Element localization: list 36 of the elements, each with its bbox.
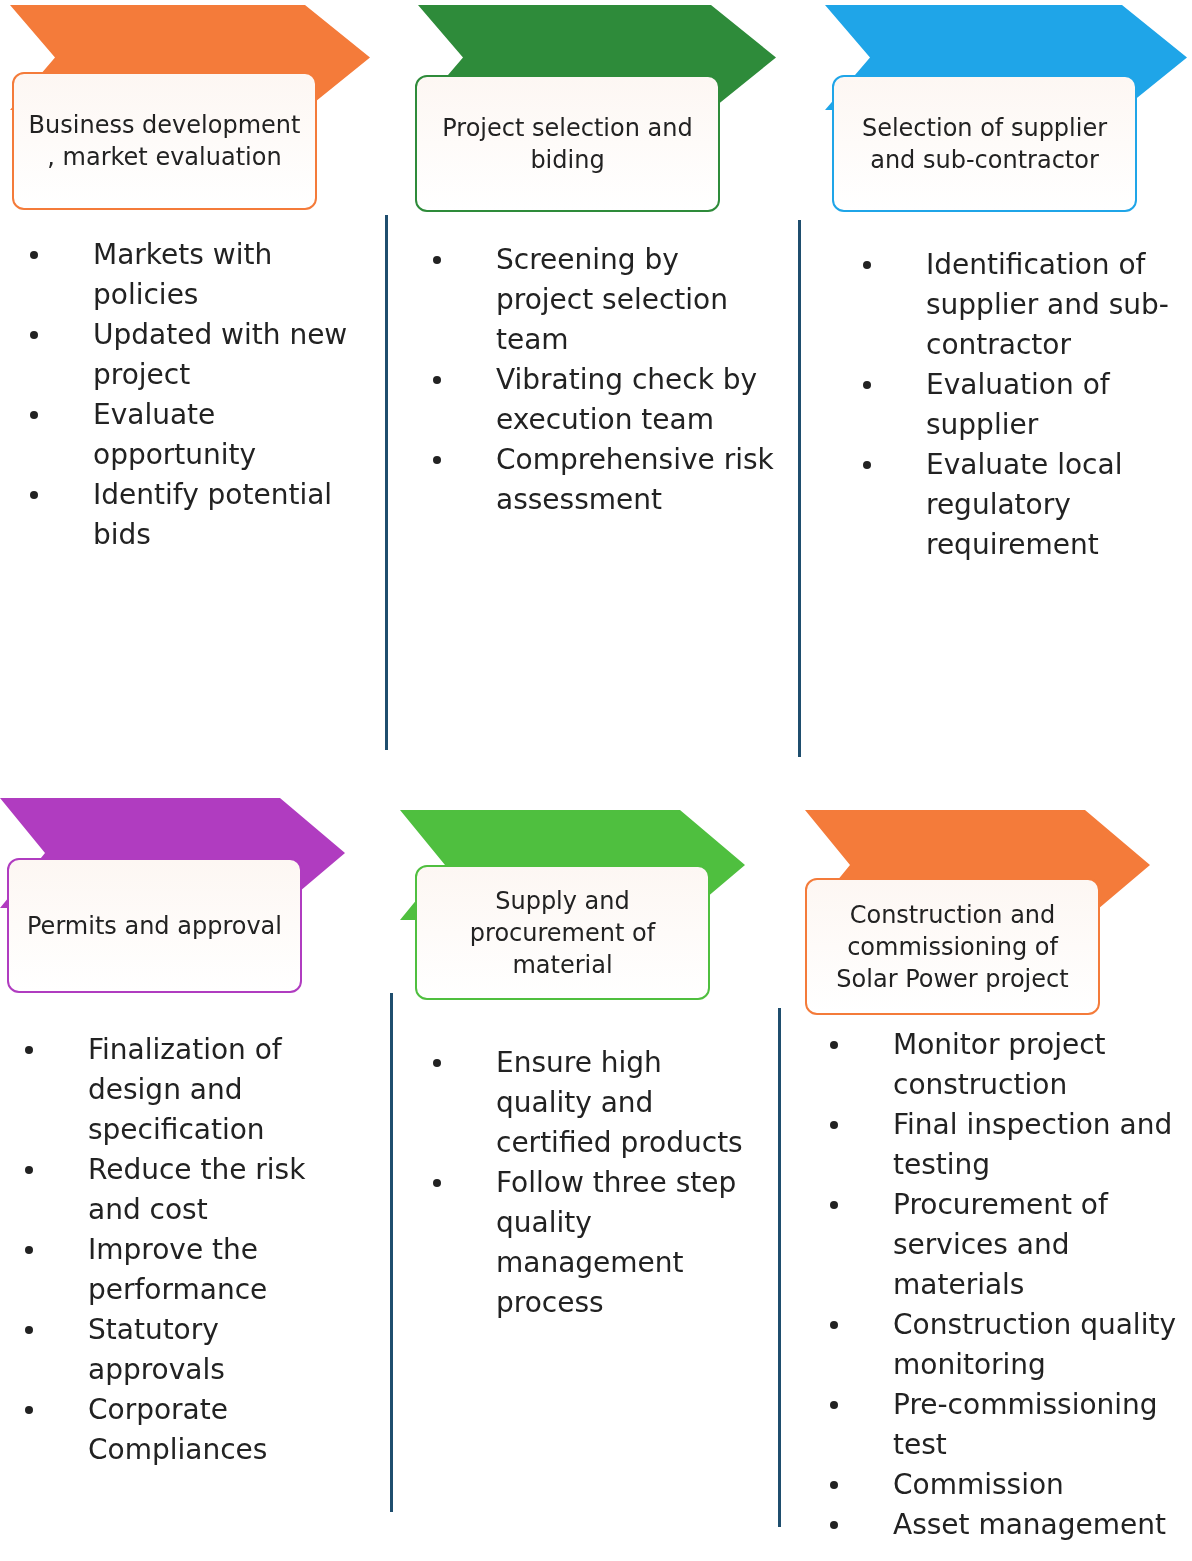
list-item-text: Screening by project selection team — [496, 243, 728, 356]
list-item-text: Improve the performance — [88, 1233, 268, 1306]
step-box — [805, 878, 1100, 1015]
list-item-text: Follow three step quality management process — [496, 1166, 737, 1319]
list-item-text: Updated with new project — [93, 318, 348, 391]
list-item-text: Evaluation of supplier — [926, 368, 1110, 441]
step-title: Construction and commissioning of Solar Power project — [835, 899, 1070, 995]
list-item-text: Final inspection and testing — [893, 1108, 1173, 1181]
list-item-text: Construction quality monitoring — [893, 1308, 1176, 1381]
list-item-text: Vibrating check by execution team — [496, 363, 758, 436]
list-item-text: Reduce the risk and cost — [88, 1153, 306, 1226]
list-item-text: Pre-commissioning test — [893, 1388, 1158, 1461]
list-item-text: Finalization of design and specification — [88, 1033, 282, 1146]
step-title: Project selection and biding — [441, 112, 694, 176]
step-title: Business development , market evaluation — [28, 110, 301, 173]
list-item-text: Ensure high quality and certified products — [496, 1046, 743, 1159]
step-title: Selection of supplier and sub-contractor — [860, 112, 1109, 176]
step-title: Permits and approval — [27, 910, 282, 942]
step-title: Supply and procurement of material — [468, 885, 657, 981]
list-item-text: Asset management — [893, 1508, 1166, 1541]
list-item-text: Markets with policies — [93, 238, 273, 311]
list-item-text: Monitor project construction — [893, 1028, 1106, 1101]
step-box — [415, 75, 720, 212]
list-item-text: Statutory approvals — [88, 1313, 225, 1386]
step-box — [12, 72, 317, 210]
list-item-text: Identify potential bids — [93, 478, 333, 551]
step-box — [7, 858, 302, 993]
list-item-text: Evaluate opportunity — [93, 398, 257, 471]
list-item-text: Evaluate local regulatory requirement — [926, 448, 1123, 561]
list-item-text: Identification of supplier and sub-contractor — [926, 248, 1169, 361]
list-item-text: Corporate Compliances — [88, 1393, 268, 1466]
step-box — [832, 75, 1137, 212]
list-item-text: Comprehensive risk assessment — [496, 443, 774, 516]
step-box — [415, 865, 710, 1000]
list-item-text: Procurement of services and materials — [893, 1188, 1108, 1301]
list-item-text: Commission — [893, 1468, 1064, 1501]
